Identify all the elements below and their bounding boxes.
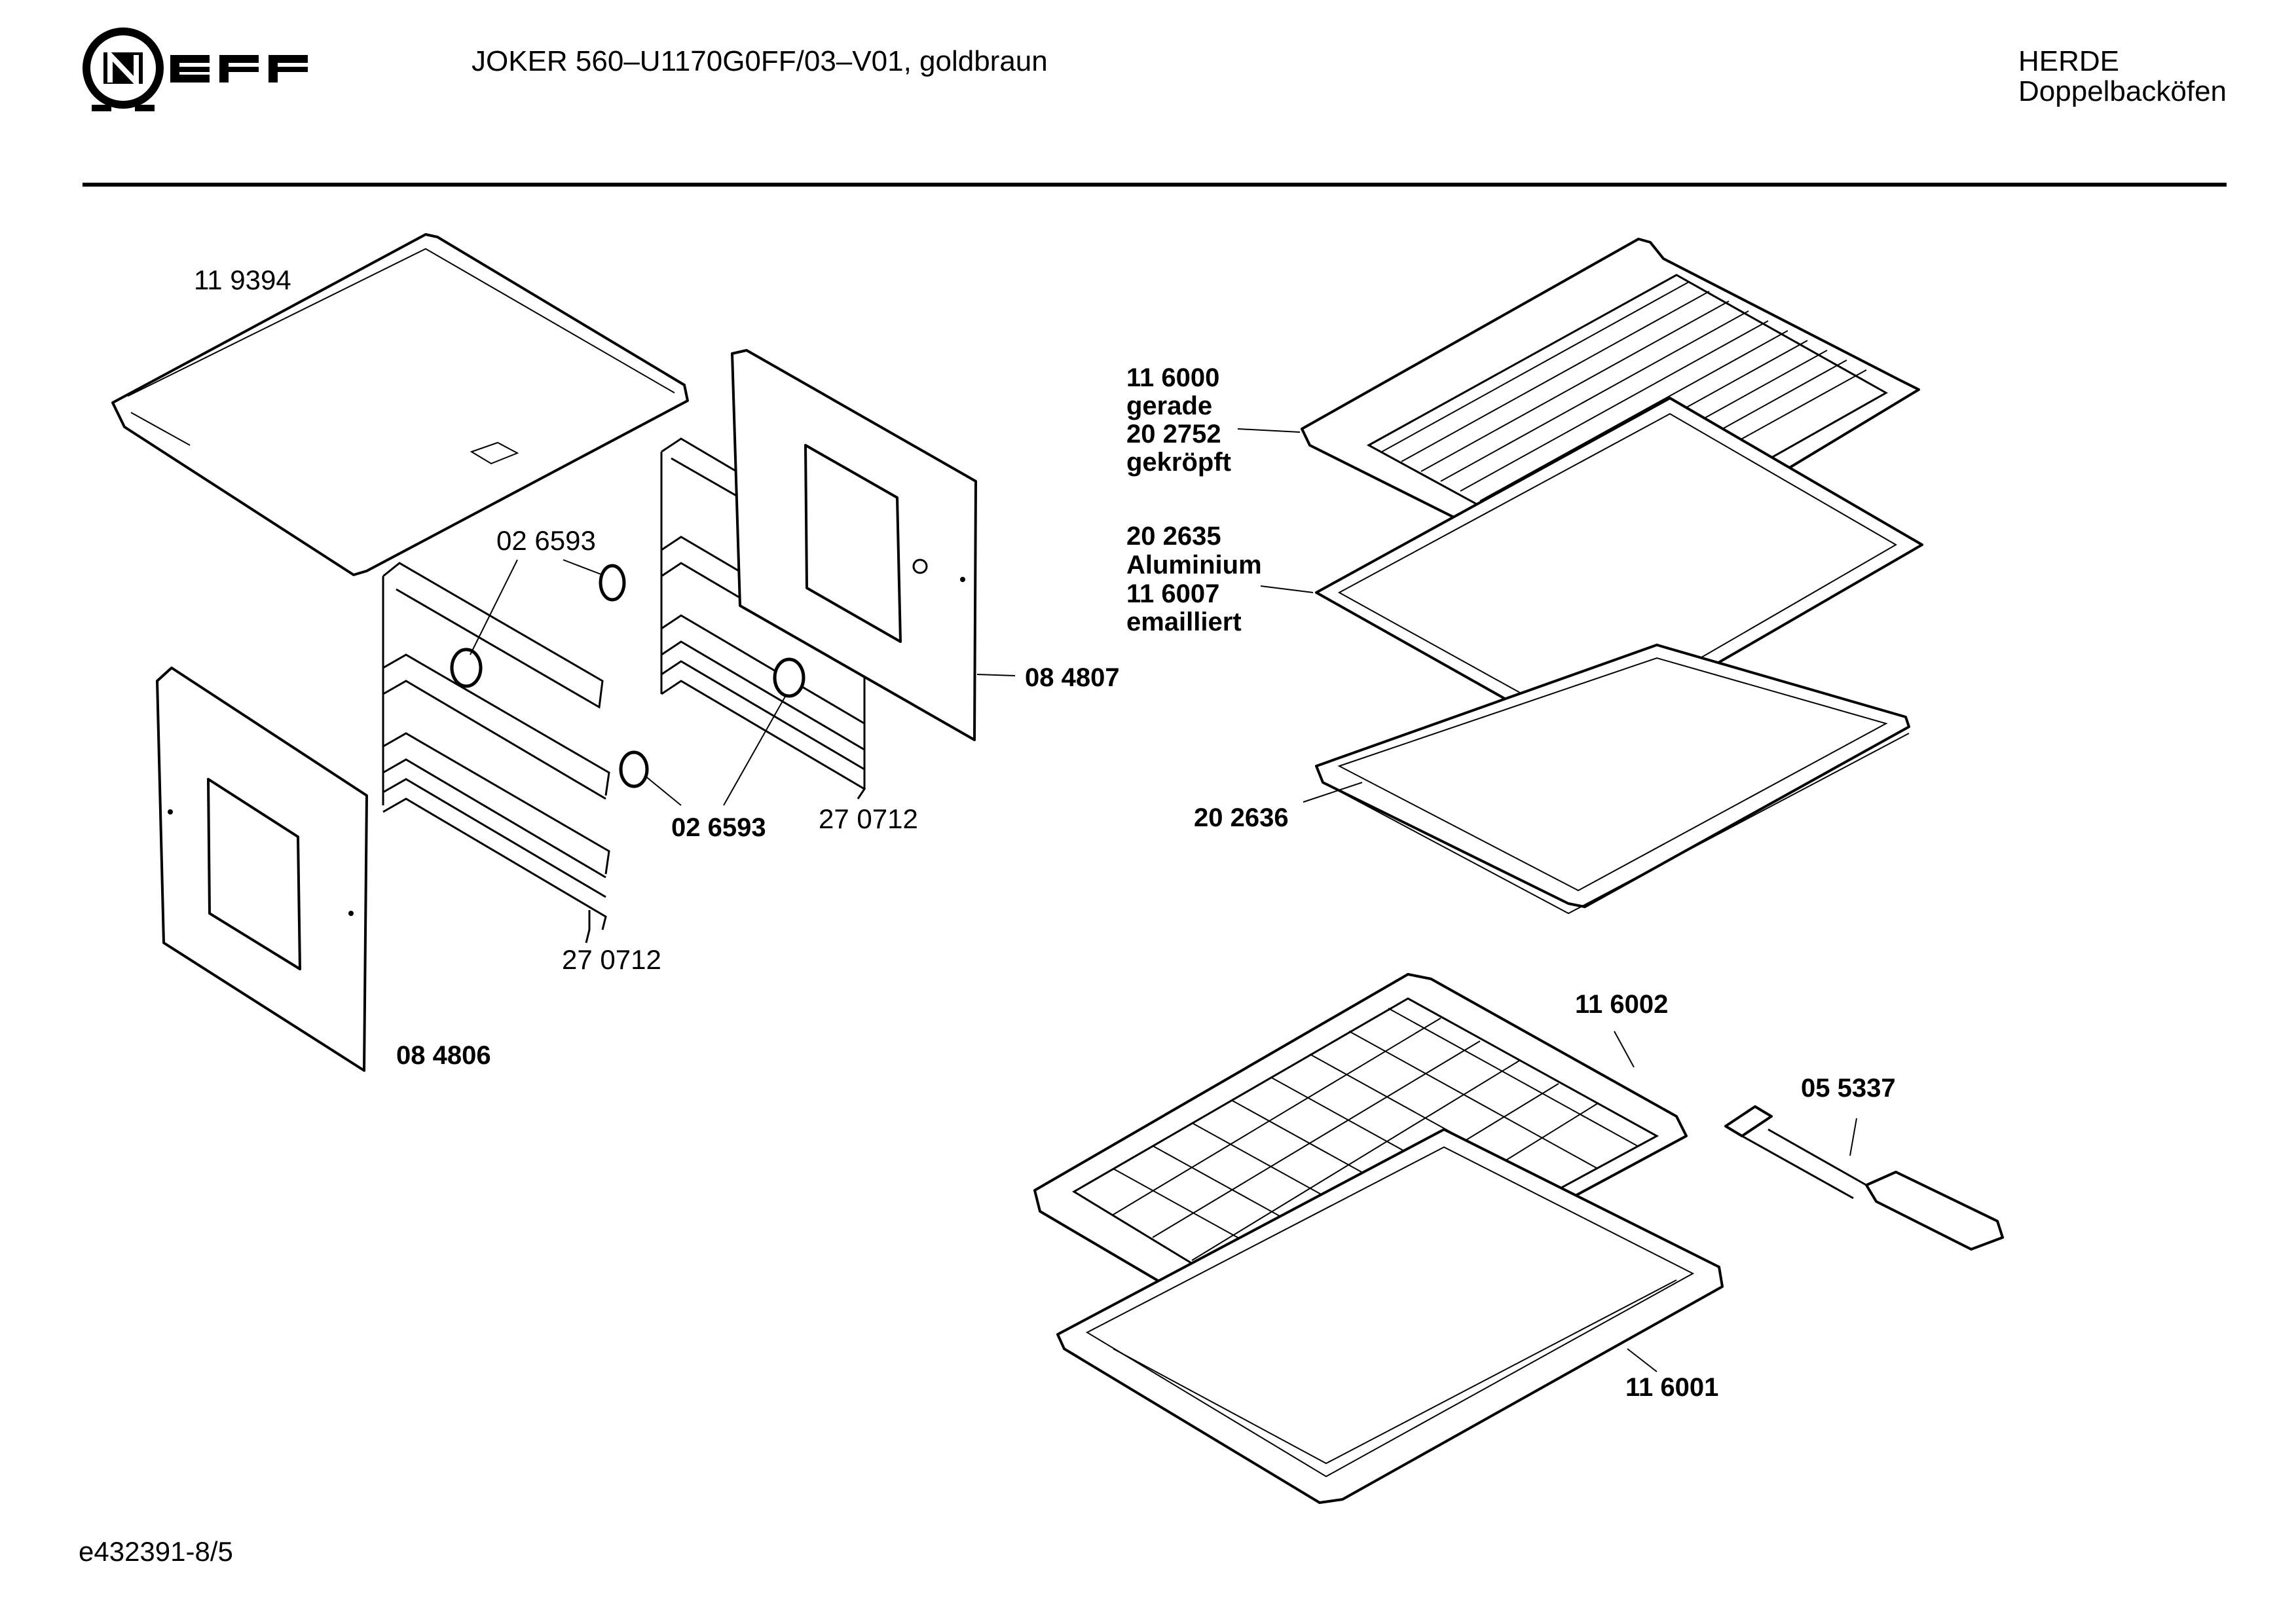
- subcategory-label: Doppelbacköfen: [2018, 75, 2227, 107]
- callout-grid-shelf-1: 11 6000: [1126, 363, 1219, 392]
- callout-deep-tray: 20 2636: [1194, 803, 1289, 832]
- leader-knob-lower-2: [723, 695, 787, 806]
- callout-wire-grid: 11 6002: [1575, 990, 1668, 1019]
- leader-knob-lower: [644, 775, 682, 806]
- callout-knob-upper: 02 6593: [496, 525, 596, 556]
- document-number: e432391-8/5: [79, 1536, 233, 1567]
- leader-wire-grid: [1614, 1031, 1635, 1068]
- callout-grid-shelf-4: gekröpft: [1126, 448, 1231, 477]
- header-rule: [83, 183, 2227, 187]
- callout-right-rack: 27 0712: [819, 803, 918, 834]
- handle-part: [1724, 1105, 2004, 1251]
- left-panel-part: [156, 667, 368, 1072]
- leader-baking-tray: [1260, 585, 1314, 593]
- model-title: JOKER 560–U1170G0FF/03–V01, goldbraun: [472, 45, 1048, 77]
- leader-knob-upper: [563, 559, 603, 576]
- baking-tray-part: [1315, 397, 1923, 743]
- neff-logo: [83, 27, 308, 111]
- callout-grill-pan: 11 6001: [1625, 1373, 1718, 1402]
- leader-grill-pan: [1627, 1348, 1657, 1372]
- leader-deep-tray: [1303, 782, 1363, 803]
- callout-grid-shelf-2: gerade: [1126, 392, 1212, 420]
- category-block: HERDE Doppelbacköfen: [2018, 47, 2227, 107]
- right-panel-part: [731, 349, 977, 741]
- knob-parts: [450, 564, 805, 788]
- callout-left-rack: 27 0712: [562, 944, 661, 975]
- callout-baking-tray-3: 11 6007: [1126, 579, 1219, 608]
- callout-grid-shelf-3: 20 2752: [1126, 420, 1221, 449]
- left-rack-part: [382, 562, 610, 943]
- callout-baking-tray-1: 20 2635: [1126, 522, 1221, 551]
- callout-handle: 05 5337: [1801, 1074, 1896, 1103]
- callout-baking-tray-4: emailliert: [1126, 608, 1242, 636]
- callout-left-panel: 08 4806: [396, 1041, 491, 1070]
- leader-grid-shelf: [1237, 428, 1301, 433]
- callout-top-cover: 11 9394: [194, 265, 291, 295]
- leader-knob-upper-2: [470, 559, 518, 655]
- top-cover-part: [111, 233, 689, 576]
- callout-baking-tray-2: Aluminium: [1126, 551, 1262, 579]
- leader-handle: [1849, 1118, 1857, 1156]
- callout-right-panel: 08 4807: [1025, 663, 1120, 692]
- grill-pan-part: [1056, 1128, 1724, 1504]
- category-label: HERDE: [2018, 45, 2120, 77]
- callout-knob-lower: 02 6593: [671, 813, 766, 842]
- deep-tray-part: [1315, 644, 1910, 915]
- leader-right-panel: [976, 674, 1016, 676]
